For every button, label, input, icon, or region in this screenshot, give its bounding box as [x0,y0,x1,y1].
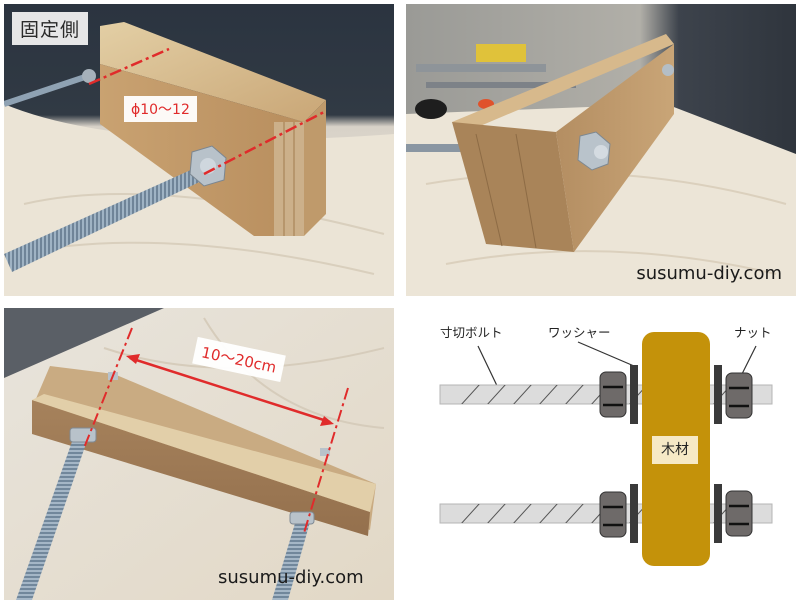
nut-bottom-right [725,490,753,537]
threaded-rod-label: 寸切ボルト [440,325,503,340]
assembly-diagram: 寸切ボルト ワッシャー ナット 木材 [406,308,796,600]
nut-bottom-left [599,491,627,538]
wood-label: 木材 [652,436,698,464]
watermark-text: susumu-diy.com [636,263,782,284]
watermark-text: susumu-diy.com [218,567,364,588]
movable-side-photo-image [406,4,796,296]
nut-top-left [599,371,627,418]
nut-top-right [725,372,753,419]
fixed-side-photo: 固定側 ϕ10〜12 [4,4,394,296]
fixed-side-photo-image [4,4,394,296]
fixed-side-caption: 固定側 [12,12,89,45]
bolt-spacing-photo: 10〜20cm susumu-diy.com [4,308,394,600]
nut-label: ナット [734,325,772,340]
movable-side-photo: susumu-diy.com [406,4,796,296]
bolt-spacing-photo-image [4,308,394,600]
assembly-diagram-graphic [439,332,773,566]
diameter-dimension-label: ϕ10〜12 [124,96,197,122]
washer-label: ワッシャー [548,325,611,340]
